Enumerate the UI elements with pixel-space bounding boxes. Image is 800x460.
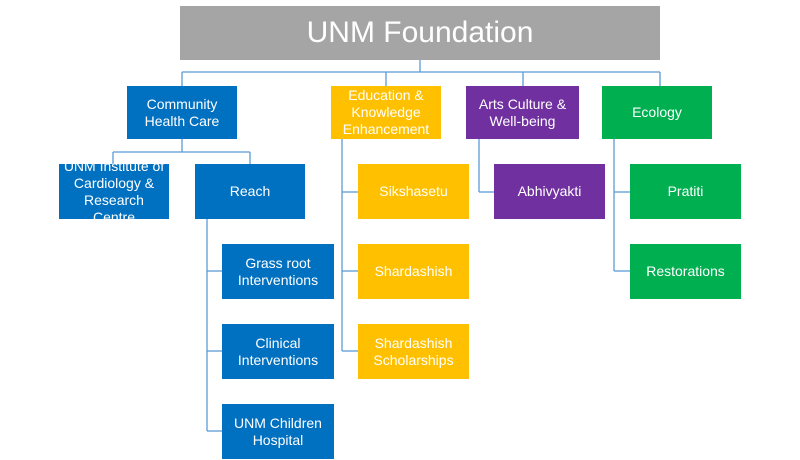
node-arts-culture: Arts Culture & Well-being — [466, 86, 579, 139]
node-label: Restorations — [646, 263, 725, 279]
node-label: Shardashish Scholarships — [373, 334, 454, 368]
node-sikshasetu: Sikshasetu — [358, 164, 469, 219]
root-node: UNM Foundation — [180, 6, 660, 60]
node-label: Pratiti — [667, 183, 704, 199]
node-clinical-interventions: Clinical Interventions — [222, 324, 334, 379]
node-education-knowledge: Education & Knowledge Enhancement — [331, 86, 441, 139]
node-label: Community Health Care — [144, 95, 220, 129]
node-ecology: Ecology — [602, 86, 712, 139]
node-restorations: Restorations — [630, 244, 741, 299]
node-community-health-care: Community Health Care — [127, 86, 237, 139]
node-pratiti: Pratiti — [630, 164, 741, 219]
node-abhivyakti: Abhivyakti — [494, 164, 605, 219]
root-label: UNM Foundation — [306, 16, 534, 49]
node-unm-institute-cardiology: UNM Institute of Cardiology & Research C… — [59, 158, 169, 225]
node-grass-root-interventions: Grass root Interventions — [222, 244, 334, 299]
node-label: UNM Children Hospital — [234, 414, 322, 448]
node-label: Education & Knowledge Enhancement — [342, 87, 430, 137]
node-label: Arts Culture & Well-being — [478, 95, 567, 129]
node-label: Clinical Interventions — [237, 334, 319, 368]
node-label: Shardashish — [374, 263, 453, 279]
node-unm-children-hospital: UNM Children Hospital — [222, 404, 334, 459]
node-label: Grass root Interventions — [237, 254, 319, 288]
node-label: Abhivyakti — [517, 183, 582, 199]
node-label: Reach — [229, 183, 271, 199]
node-label: Ecology — [632, 104, 682, 120]
node-label: UNM Institute of Cardiology & Research C… — [63, 157, 165, 225]
node-reach: Reach — [195, 164, 305, 219]
node-shardashish: Shardashish — [358, 244, 469, 299]
node-label: Sikshasetu — [379, 183, 448, 199]
node-shardashish-scholarships: Shardashish Scholarships — [358, 324, 469, 379]
